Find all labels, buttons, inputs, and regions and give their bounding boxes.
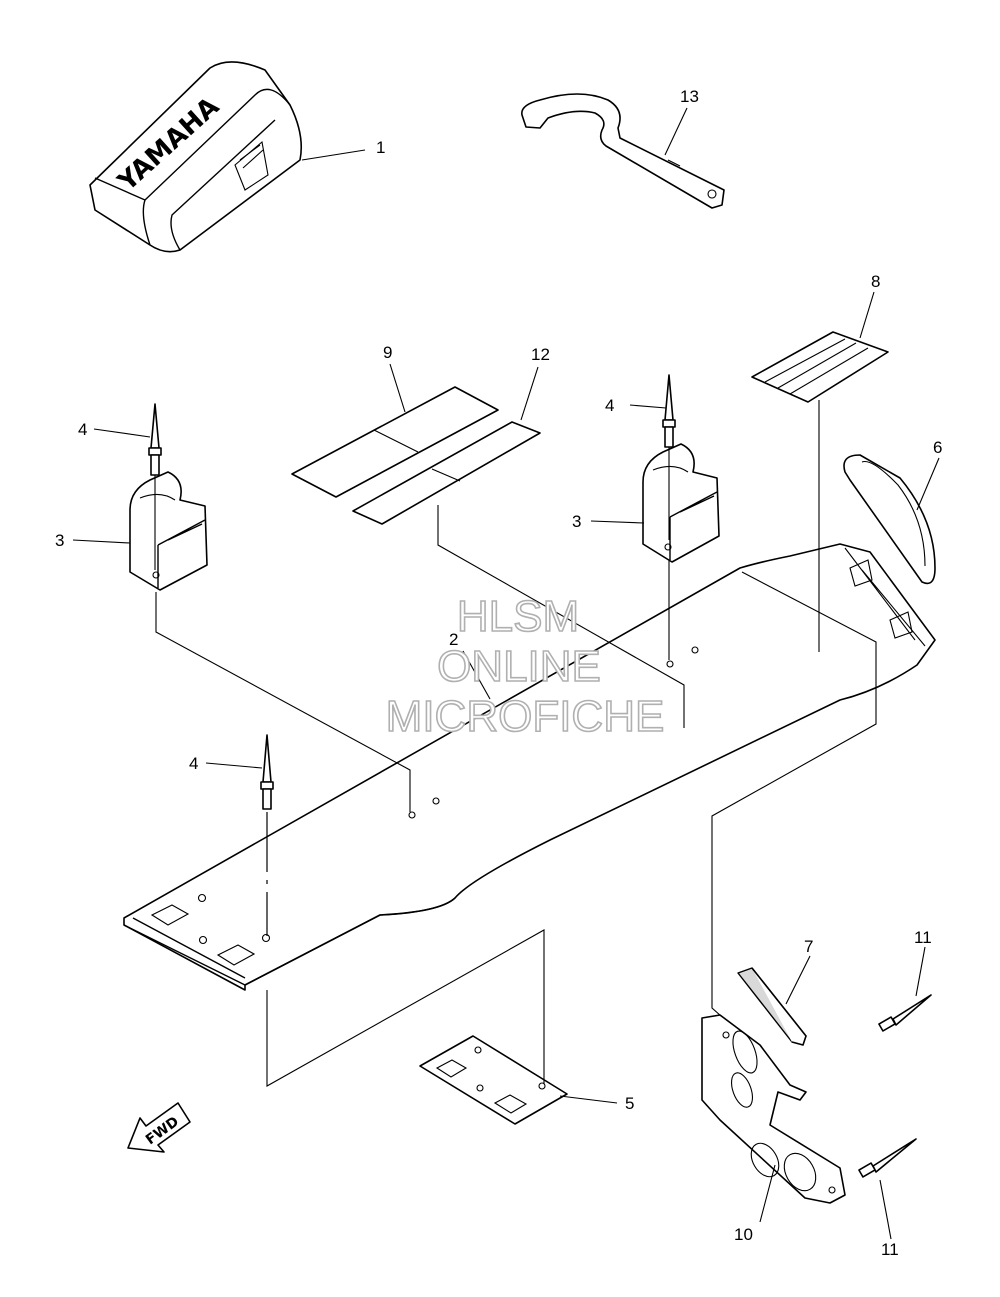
watermark-line-1: HLSM: [457, 592, 579, 641]
callout-1: 1: [376, 138, 385, 157]
cover-part: YAMAHA: [89, 61, 303, 253]
base-plate-part: [123, 543, 936, 991]
callout-2: 2: [449, 630, 458, 649]
callout-8: 8: [871, 272, 880, 291]
pad-part: [751, 331, 889, 403]
callout-5: 5: [625, 1094, 634, 1113]
callout-4-left: 4: [78, 420, 87, 439]
callout-4-bottom: 4: [189, 754, 198, 773]
callout-6: 6: [933, 438, 942, 457]
label-9-part: [291, 386, 499, 498]
strip-part: [737, 967, 807, 1046]
callout-labels: 1 13 8 9 12 6 4 4 4 3 3 2 5 7 11 11 10: [55, 87, 942, 1259]
callout-11-upper: 11: [914, 928, 932, 947]
callout-10: 10: [734, 1225, 753, 1244]
callout-7: 7: [804, 937, 813, 956]
callout-13: 13: [680, 87, 699, 106]
leader-lines: [72, 107, 940, 1240]
callout-4-right: 4: [605, 396, 614, 415]
callout-3-left: 3: [55, 531, 64, 550]
rivet-11-upper-part: [878, 994, 932, 1032]
rivet-left-part: [148, 403, 162, 476]
callout-12: 12: [531, 345, 550, 364]
assembly-lines: [154, 400, 877, 1087]
fwd-arrow: FWD: [127, 1102, 191, 1153]
gauge-bracket-part: [701, 1014, 846, 1204]
label-12-part: [352, 421, 541, 525]
callout-9: 9: [383, 343, 392, 362]
plate-part: [419, 1035, 568, 1125]
watermark-line-3: MICROFICHE: [386, 692, 665, 741]
callout-11-lower: 11: [881, 1240, 899, 1259]
rivet-11-lower-part: [858, 1138, 917, 1178]
bracket-left-part: [129, 471, 208, 591]
callout-3-right: 3: [572, 512, 581, 531]
bracket-right-part: [642, 443, 720, 563]
clip-part: [843, 454, 936, 585]
rivet-right-part: [662, 374, 676, 448]
rivet-bottom-part: [260, 734, 274, 810]
wrench-part: [521, 93, 725, 209]
watermark: HLSM ONLINE MICROFICHE: [385, 591, 665, 742]
watermark-line-2: ONLINE: [437, 642, 601, 691]
